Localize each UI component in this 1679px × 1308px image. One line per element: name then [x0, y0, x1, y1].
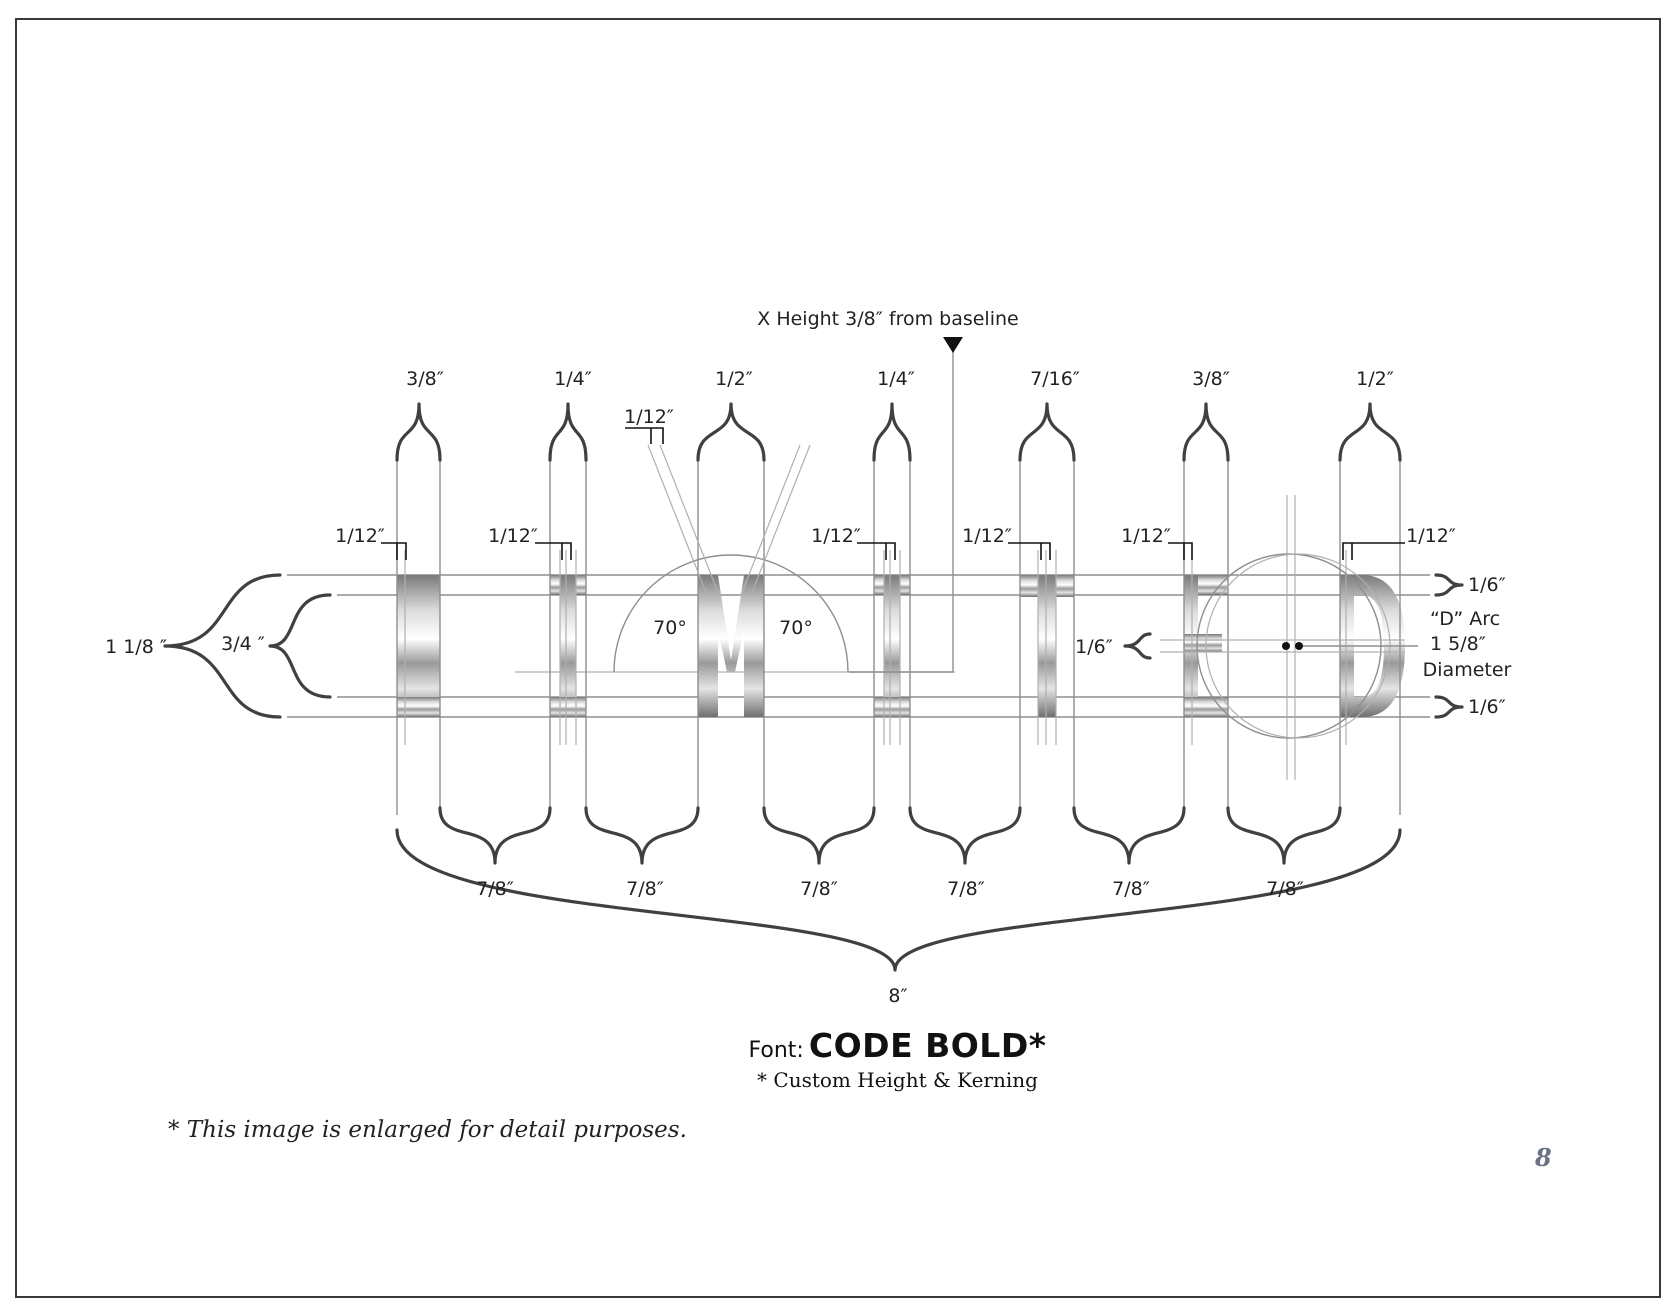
bottom-band-label: 1/6″: [1468, 696, 1506, 718]
gap-label: 7/8″: [947, 878, 985, 900]
center-dot: [1282, 642, 1290, 650]
d-arc-diameter-label: Diameter: [1423, 659, 1512, 681]
angle-label-left: 70°: [653, 617, 687, 639]
stroke-width-label: 7/16″: [1030, 368, 1080, 390]
gap-label: 7/8″: [626, 878, 664, 900]
height-braces: [163, 573, 332, 719]
e-bar-label: 1/6″: [1075, 636, 1113, 658]
serif-offset-label: 1/12″: [488, 525, 538, 547]
gap-label: 7/8″: [1112, 878, 1150, 900]
letter-e: [1184, 575, 1228, 717]
custom-height-note: * Custom Height & Kerning: [757, 1068, 1038, 1092]
outer-height-label: 1 1/8 ″: [105, 636, 167, 658]
gap-label: 7/8″: [800, 878, 838, 900]
d-arc-label: “D” Arc: [1430, 608, 1500, 630]
stroke-width-label: 3/8″: [1192, 368, 1230, 390]
inner-height-label: 3/4 ″: [221, 633, 265, 655]
letter-t: [1020, 575, 1074, 717]
stroke-width-label: 1/2″: [715, 368, 753, 390]
m-angle-construction: [613, 337, 963, 673]
d-arc-diameter-value: 1 5/8″: [1430, 633, 1486, 655]
gap-label: 7/8″: [476, 878, 514, 900]
serif-offset-label: 1/12″: [1121, 525, 1171, 547]
x-height-label: X Height 3/8″ from baseline: [757, 308, 1018, 330]
font-name: CODE BOLD*: [808, 1026, 1047, 1065]
gap-braces: [438, 806, 1342, 865]
letter-d: [1340, 575, 1405, 717]
letter-m: [698, 575, 764, 717]
serif-offset-label: 1/12″: [962, 525, 1012, 547]
page-frame: [15, 18, 1661, 1298]
serif-offset-label: 1/12″: [335, 525, 385, 547]
angle-label-right: 70°: [779, 617, 813, 639]
font-caption-prefix: Font:: [748, 1038, 804, 1063]
top-band-label: 1/6″: [1468, 574, 1506, 596]
top-braces: [395, 402, 1402, 462]
serif-offset-label: 1/12″: [1406, 525, 1456, 547]
gap-label: 7/8″: [1266, 878, 1304, 900]
total-width-label: 8″: [888, 985, 907, 1007]
center-dot: [1295, 642, 1303, 650]
serif-offset-label: 1/12″: [811, 525, 861, 547]
total-width-brace: [395, 828, 1402, 972]
stroke-width-label: 1/4″: [877, 368, 915, 390]
letters: [397, 575, 1405, 717]
d-arc-construction: [1160, 553, 1418, 739]
enlarged-footnote: * This image is enlarged for detail purp…: [168, 1117, 687, 1143]
dimension-labels: X Height 3/8″ from baseline 3/8″ 1/4″ 1/…: [105, 308, 1511, 1007]
angle-arc: [613, 554, 849, 673]
stroke-width-label: 1/2″: [1356, 368, 1394, 390]
stroke-width-label: 3/8″: [406, 368, 444, 390]
vertical-guides: [396, 460, 1401, 815]
letter-i-2: [874, 575, 910, 717]
letter-i-1: [550, 575, 586, 717]
page-number: 8: [1535, 1143, 1552, 1172]
right-band-markers: [1123, 573, 1464, 719]
serif-offset-markers: [381, 427, 1405, 560]
serif-offset-label: 1/12″: [624, 406, 674, 428]
letter-l: [397, 575, 440, 717]
font-caption: Font: CODE BOLD*: [0, 1026, 1679, 1065]
x-height-arrow-icon: [943, 337, 963, 353]
stroke-width-label: 1/4″: [554, 368, 592, 390]
horizontal-guides: [287, 574, 1430, 718]
